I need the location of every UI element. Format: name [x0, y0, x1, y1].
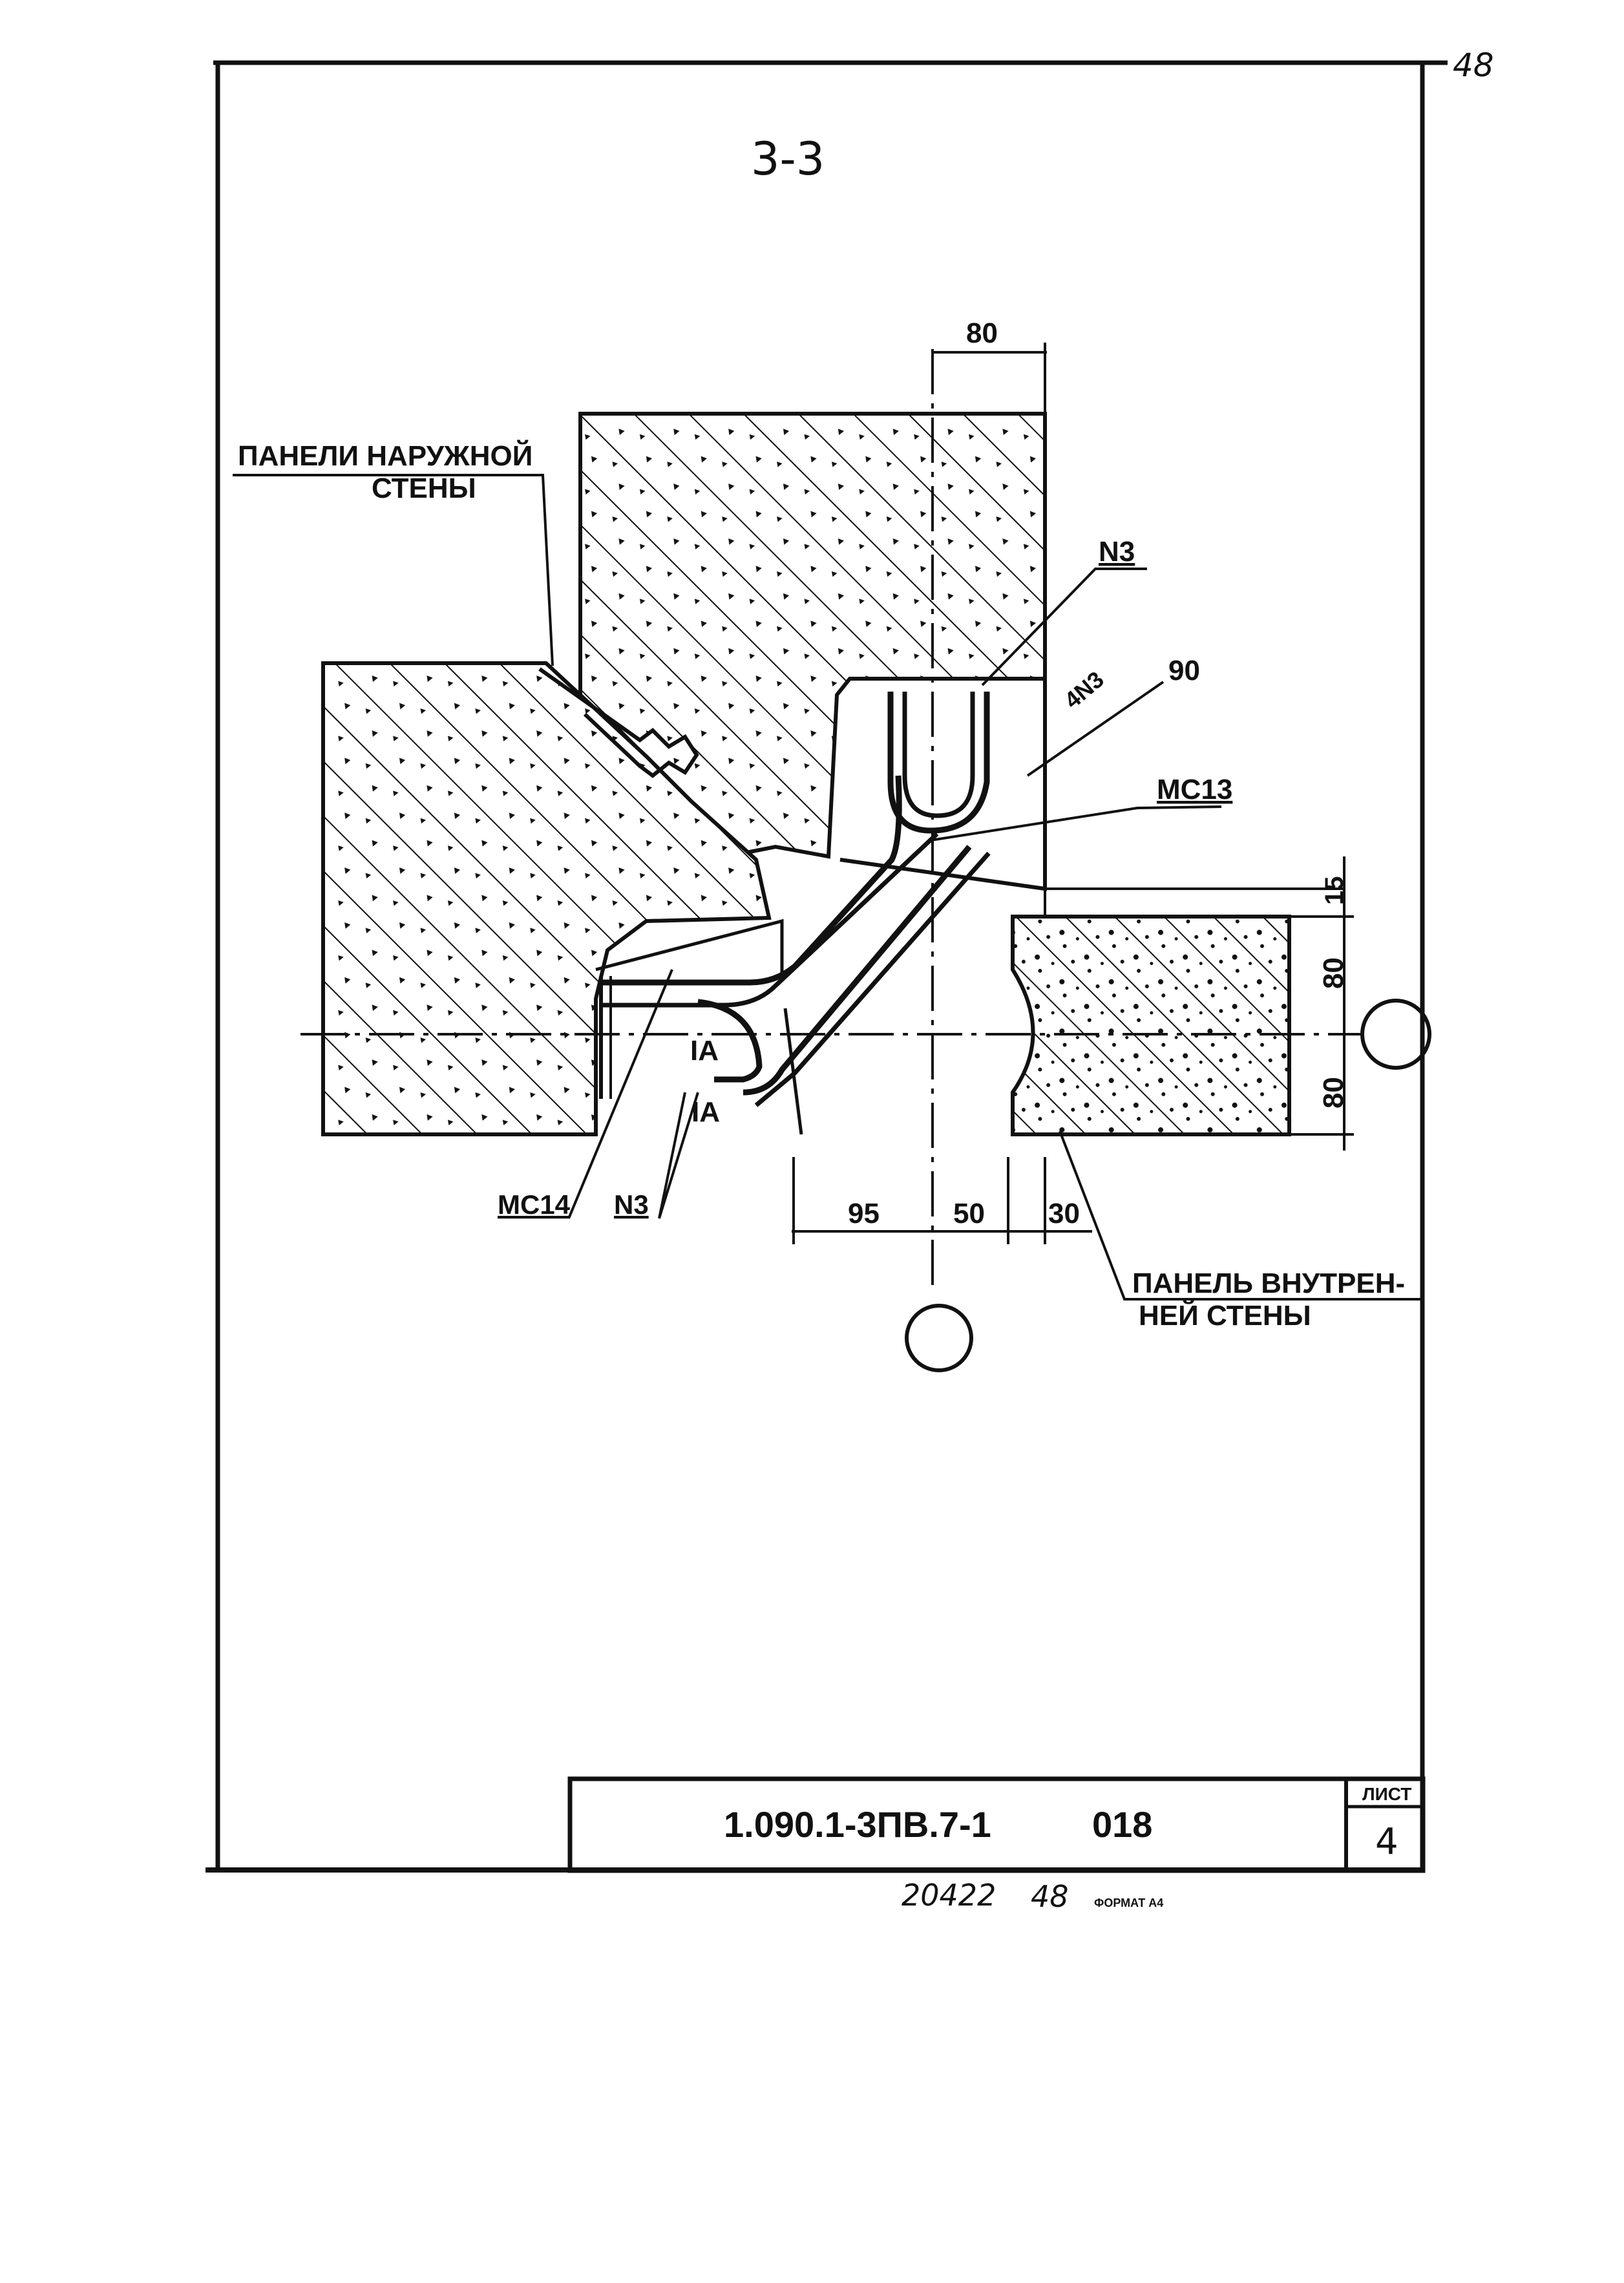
dim-bottom-95: 95	[848, 1198, 880, 1229]
dim-bottom-50: 50	[953, 1198, 985, 1229]
dimension-lines	[792, 343, 1354, 1244]
label-n3-bottom: N3	[614, 1189, 649, 1220]
label-4n3: 4N3	[1059, 666, 1109, 714]
inventory-sheet: 48	[1031, 1879, 1069, 1914]
dim-right-80-lower: 80	[1318, 1077, 1349, 1109]
label-4n3-dim: 90	[1168, 655, 1200, 686]
sheet-label: ЛИСТ	[1362, 1784, 1411, 1804]
axis-lines	[301, 349, 1364, 1293]
inner-wall-label-line1: ПАНЕЛЬ ВНУТРЕН-	[1132, 1268, 1405, 1299]
sheet-number: 4	[1375, 1821, 1398, 1863]
label-mc13: МС13	[1157, 774, 1232, 805]
title-block-number: 018	[1092, 1804, 1152, 1845]
label-mc14: МС14	[498, 1189, 571, 1220]
dim-right-15: 15	[1320, 876, 1349, 906]
section-title: 3-3	[751, 133, 825, 186]
outer-wall-label-line1: ПАНЕЛИ НАРУЖНОЙ	[238, 439, 533, 472]
dim-right-80-upper: 80	[1318, 957, 1349, 989]
leader-lines	[233, 474, 1422, 1301]
inner-wall-label-line2: НЕЙ СТЕНЫ	[1139, 1299, 1311, 1332]
label-weld-a1: IA	[690, 1035, 719, 1067]
paper-format: ФОРМАТ А4	[1094, 1896, 1163, 1909]
outer-wall-label-line2: СТЕНЫ	[372, 473, 476, 504]
title-block-code: 1.090.1-3ПВ.7-1	[724, 1804, 991, 1845]
dim-top-80: 80	[966, 317, 998, 349]
inventory-number: 20422	[902, 1878, 996, 1913]
reinforcement	[599, 692, 991, 1107]
outer-wall-panel-lower	[321, 661, 772, 1136]
label-n3-top: N3	[1099, 536, 1135, 568]
inner-wall-panel	[1011, 915, 1291, 1136]
corner-page-number: 48	[1453, 47, 1494, 84]
axis-marker-bottom	[905, 1304, 973, 1372]
wall-seam	[538, 667, 699, 778]
dim-bottom-30: 30	[1048, 1198, 1080, 1229]
label-weld-a2: IA	[691, 1096, 720, 1128]
title-block	[567, 1776, 1426, 1873]
axis-marker-right	[1360, 999, 1431, 1070]
